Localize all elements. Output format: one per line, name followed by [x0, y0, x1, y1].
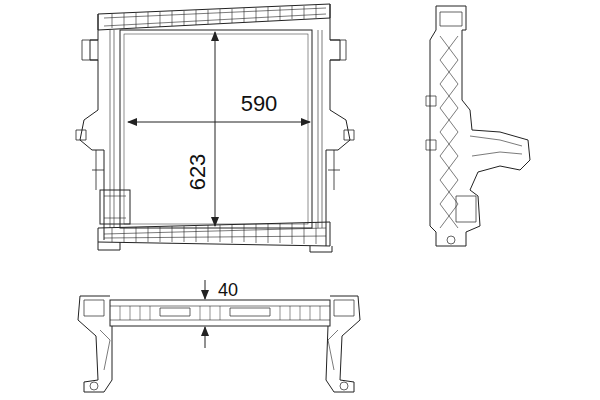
dimension-label: 40	[216, 281, 240, 299]
bottom-view	[78, 280, 360, 392]
front-view	[76, 4, 354, 252]
dimension-label: 623	[187, 152, 209, 193]
dimension-label: 590	[239, 93, 280, 115]
side-view	[426, 6, 530, 246]
